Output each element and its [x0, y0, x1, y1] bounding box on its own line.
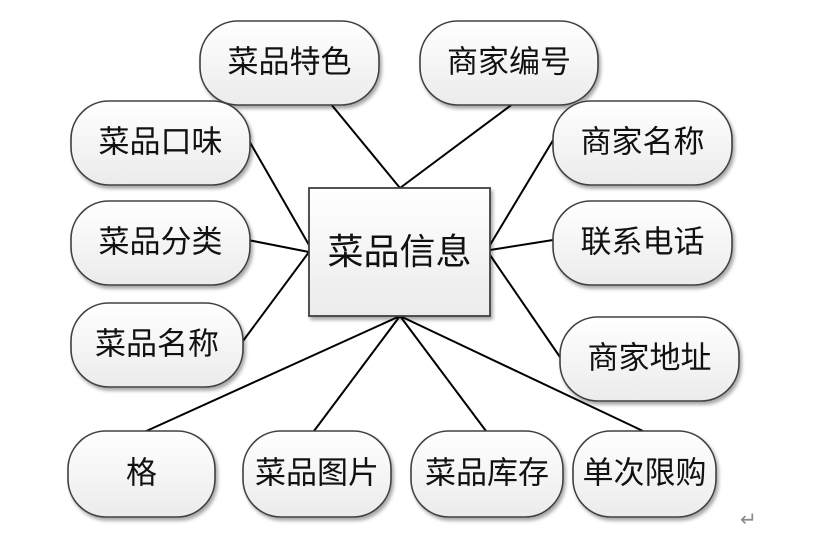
attribute-node-dish-image: 菜品图片 — [242, 430, 392, 518]
connector-dish-name — [239, 251, 310, 346]
attribute-label: 单次限购 — [583, 456, 707, 492]
entity-shape — [308, 187, 491, 317]
attribute-node-merchant-name: 商家名称 — [552, 100, 733, 186]
attribute-node-dish-stock: 菜品库存 — [410, 430, 564, 518]
paragraph-mark: ↵ — [740, 507, 757, 531]
attribute-node-single-order-limit: 单次限购 — [572, 430, 717, 518]
attribute-label: 菜品图片 — [255, 456, 379, 492]
attribute-shape — [70, 200, 251, 286]
attribute-shape — [419, 20, 599, 106]
connector-merchant-address — [489, 254, 563, 361]
attribute-label: 菜品特色 — [228, 45, 352, 81]
connector-merchant-number — [399, 99, 519, 189]
attribute-shape — [199, 20, 380, 106]
entity-label: 菜品信息 — [327, 232, 471, 273]
attribute-label: 商家名称 — [581, 125, 705, 161]
attribute-node-merchant-number: 商家编号 — [419, 20, 599, 106]
connector-contact-phone — [489, 239, 554, 251]
attribute-node-dish-category: 菜品分类 — [70, 200, 251, 286]
attribute-node-merchant-address: 商家地址 — [559, 316, 740, 402]
attribute-node-dish-feature: 菜品特色 — [199, 20, 380, 106]
attribute-node-contact-phone: 联系电话 — [552, 200, 733, 286]
connector-dish-image — [313, 315, 401, 432]
attribute-shape — [70, 100, 251, 186]
connector-dish-feature — [320, 91, 401, 189]
attribute-shape — [410, 430, 564, 518]
attribute-label: 菜品名称 — [95, 327, 219, 363]
connector-dish-stock — [399, 315, 487, 432]
connector-price — [141, 315, 401, 434]
attribute-shape — [559, 316, 740, 402]
attribute-shape — [67, 430, 216, 518]
attribute-label: 商家编号 — [447, 45, 571, 81]
connector-merchant-name — [489, 131, 559, 246]
attribute-label: 菜品分类 — [99, 225, 223, 261]
attribute-shape — [242, 430, 392, 518]
attribute-label: 联系电话 — [581, 225, 705, 261]
attribute-node-dish-name: 菜品名称 — [70, 302, 244, 388]
attribute-label: 格 — [126, 456, 157, 492]
attribute-node-price: 格 — [67, 430, 216, 518]
attribute-label: 商家地址 — [588, 341, 712, 377]
attribute-label: 菜品库存 — [425, 456, 549, 492]
attribute-shape — [572, 430, 717, 518]
connector-single-order-limit — [399, 315, 644, 432]
attribute-shape — [552, 100, 733, 186]
attribute-shape — [552, 200, 733, 286]
connector-dish-taste — [243, 131, 310, 246]
entity-node: 菜品信息 — [308, 187, 491, 317]
attribute-shape — [70, 302, 244, 388]
attribute-node-dish-taste: 菜品口味 — [70, 100, 251, 186]
connector-dish-category — [247, 239, 310, 253]
connector-lines — [141, 91, 644, 434]
attribute-label: 菜品口味 — [99, 125, 223, 161]
